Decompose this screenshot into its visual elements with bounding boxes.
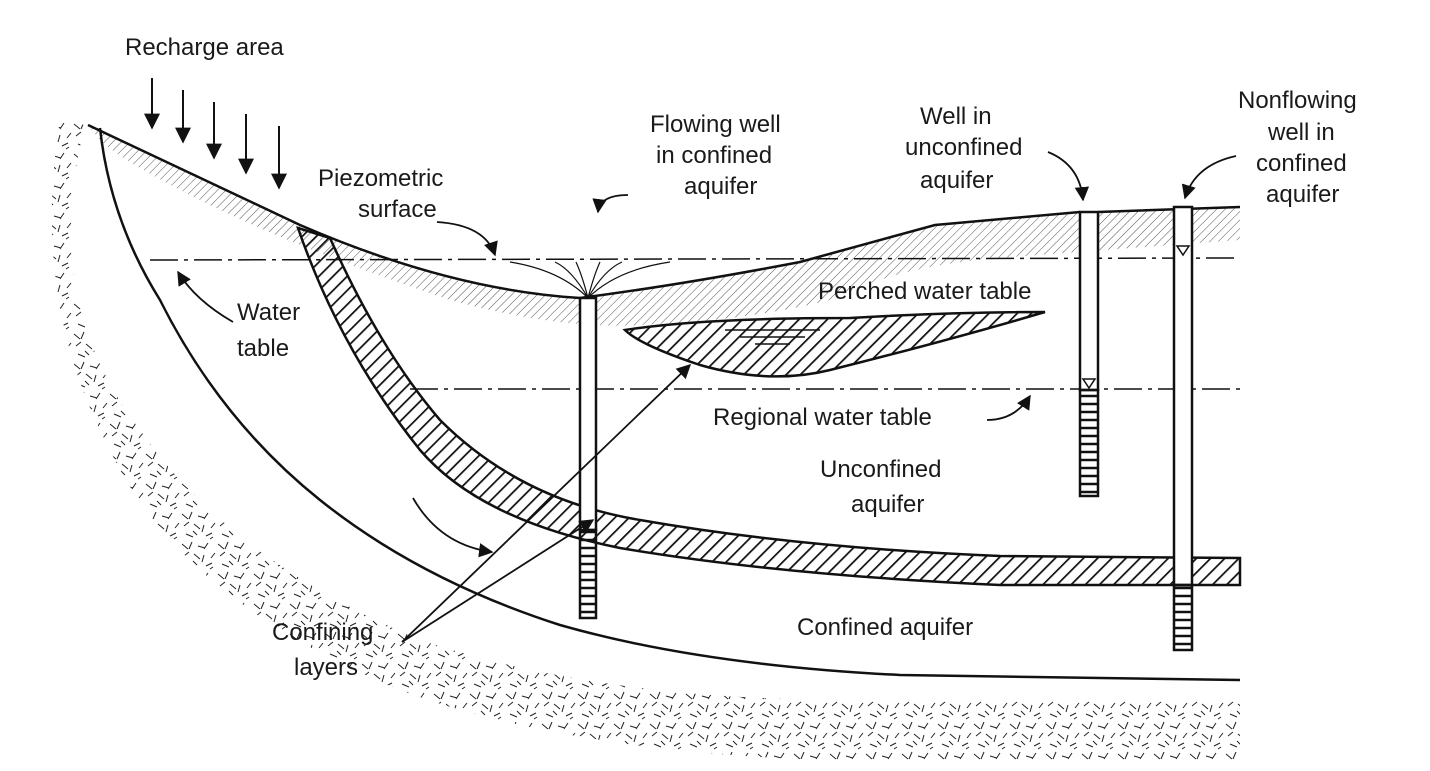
- unconfined-aquifer-label-1: Unconfined: [820, 456, 941, 483]
- nonflowing-well-label-4: aquifer: [1266, 181, 1339, 208]
- unconfined-aquifer-label-2: aquifer: [851, 491, 924, 518]
- flowing-well-label-3: aquifer: [684, 173, 757, 200]
- piezometric-surface-label-2: surface: [358, 196, 437, 223]
- nonflowing-well-label-1: Nonflowing: [1238, 87, 1357, 114]
- flowing-well-label-2: in confined: [656, 142, 772, 169]
- recharge-arrows: [144, 78, 287, 190]
- regional-water-table-label: Regional water table: [713, 404, 932, 431]
- unconfined-well-label-2: unconfined: [905, 134, 1022, 161]
- piezometric-surface-label-1: Piezometric: [318, 165, 443, 192]
- confining-layers-label-1: Confining: [272, 619, 373, 646]
- confined-aquifer-label: Confined aquifer: [797, 614, 973, 641]
- nonflowing-well-label-2: well in: [1267, 119, 1335, 146]
- water-table-label-2: table: [237, 335, 289, 362]
- confining-layer-upper: [296, 226, 1242, 587]
- perched-water-table-label: Perched water table: [818, 278, 1031, 305]
- unsaturated-zone: [88, 125, 1240, 326]
- water-table-label-1: Water: [237, 299, 300, 326]
- unconfined-well-label-3: aquifer: [920, 167, 993, 194]
- piezometric-line: [149, 257, 1241, 261]
- flowing-well-label-1: Flowing well: [650, 111, 781, 138]
- perched-lens: [622, 310, 1046, 378]
- nonflowing-well: [1172, 205, 1194, 652]
- unconfined-well-label-1: Well in: [920, 103, 992, 130]
- confining-layers-label-2: layers: [294, 654, 358, 681]
- unconfined-well: [1078, 210, 1100, 498]
- nonflowing-well-label-3: confined: [1256, 150, 1347, 177]
- recharge-area-label: Recharge area: [125, 34, 284, 61]
- bedrock-contact: [98, 127, 1241, 682]
- leader-arrows: [177, 151, 1237, 643]
